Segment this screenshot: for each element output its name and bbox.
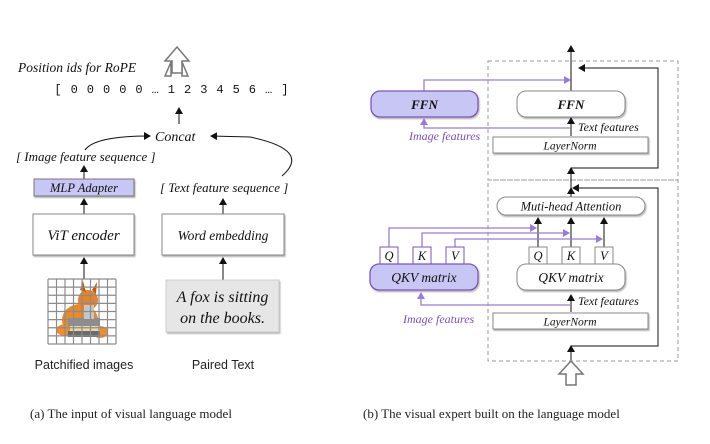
image-features-label-top: Image features	[408, 129, 481, 143]
text-k-label: K	[566, 249, 576, 263]
vit-encoder-box	[32, 213, 135, 256]
position-id-token: 0	[71, 83, 78, 97]
image-ffn-output-line	[423, 76, 571, 91]
position-id-token: …	[265, 83, 272, 97]
paired-text-label: Paired Text	[192, 358, 255, 372]
text-v-label: V	[600, 249, 609, 263]
arrow-text-to-concat	[210, 132, 293, 177]
ffn-text-box	[516, 90, 626, 118]
image-v-label: V	[451, 249, 460, 263]
word-embedding-box	[161, 213, 285, 256]
position-id-token: 5	[233, 83, 240, 97]
input-hollow-arrow-icon	[557, 359, 585, 386]
caption-b: (b) The visual expert built on the langu…	[363, 406, 620, 421]
image-k-line	[421, 229, 570, 247]
image-features-to-qkv-line	[417, 292, 571, 306]
attention-block-outline	[487, 179, 679, 362]
layernorm-top-label: LayerNorm	[542, 141, 596, 153]
image-feature-sequence-label: [ Image feature sequence ]	[16, 149, 156, 164]
image-q-label: Q	[384, 249, 393, 263]
text-q-label: Q	[533, 249, 542, 263]
position-id-token: 6	[249, 83, 256, 97]
caption-a: (a) The input of visual language model	[30, 406, 232, 421]
qkv-image-box	[369, 263, 479, 291]
text-features-label-top: Text features	[578, 120, 639, 134]
mlp-adapter-label: MLP Adapter	[49, 181, 118, 195]
ffn-image-box	[370, 90, 479, 118]
word-embedding-label: Word embedding	[178, 228, 269, 243]
ffn-text-label: FFN	[557, 97, 585, 112]
text-features-label-bottom: Text features	[578, 294, 639, 308]
arrow-image-to-concat	[84, 132, 151, 151]
vit-encoder-label: ViT encoder	[47, 228, 120, 244]
patchified-fox-image	[47, 278, 117, 345]
residual-ffn	[571, 64, 659, 169]
layernorm-bottom-box	[492, 312, 649, 330]
concat-label: Concat	[155, 130, 197, 145]
position-id-token: 1	[168, 83, 175, 97]
text-feature-sequence-label: [ Text feature sequence ]	[160, 180, 288, 195]
output-up-arrow-icon	[163, 45, 191, 74]
image-features-to-ffn-line	[420, 118, 571, 129]
position-ids-label: Position ids for RoPE	[17, 60, 137, 75]
image-k-label: K	[417, 249, 427, 263]
qkv-text-box	[516, 263, 626, 291]
mlp-adapter-box	[33, 178, 135, 197]
position-id-token: 0	[119, 83, 126, 97]
qkv-text-label: QKV matrix	[538, 270, 603, 285]
layernorm-bottom-label: LayerNorm	[542, 317, 596, 329]
position-id-token: 4	[216, 83, 223, 97]
position-id-token: 0	[103, 83, 110, 97]
position-id-token: 3	[200, 83, 207, 97]
layernorm-top-box	[492, 136, 649, 154]
ffn-block-outline	[487, 60, 679, 181]
paired-text-box	[165, 279, 280, 333]
position-id-token: ]	[281, 83, 288, 97]
position-id-token: [	[54, 83, 61, 97]
residual-attention	[571, 184, 659, 347]
panel-b: FFN Text features LayerNorm FFN Image fe…	[363, 45, 679, 421]
image-q-line	[388, 224, 537, 247]
attention-box	[496, 196, 646, 216]
paired-text-line-1: A fox is sitting	[176, 289, 269, 306]
ffn-image-label: FFN	[410, 97, 438, 112]
position-id-token: 2	[184, 83, 191, 97]
image-v-line	[454, 235, 603, 247]
position-id-token: 0	[135, 83, 142, 97]
qkv-image-label: QKV matrix	[391, 270, 456, 285]
position-id-token: …	[152, 83, 159, 97]
image-features-label-bottom: Image features	[402, 312, 475, 326]
attention-label: Muti-head Attention	[520, 200, 622, 214]
patchified-images-label: Patchified images	[35, 358, 134, 372]
position-id-token: 0	[87, 83, 94, 97]
paired-text-line-2: on the books.	[180, 310, 265, 327]
